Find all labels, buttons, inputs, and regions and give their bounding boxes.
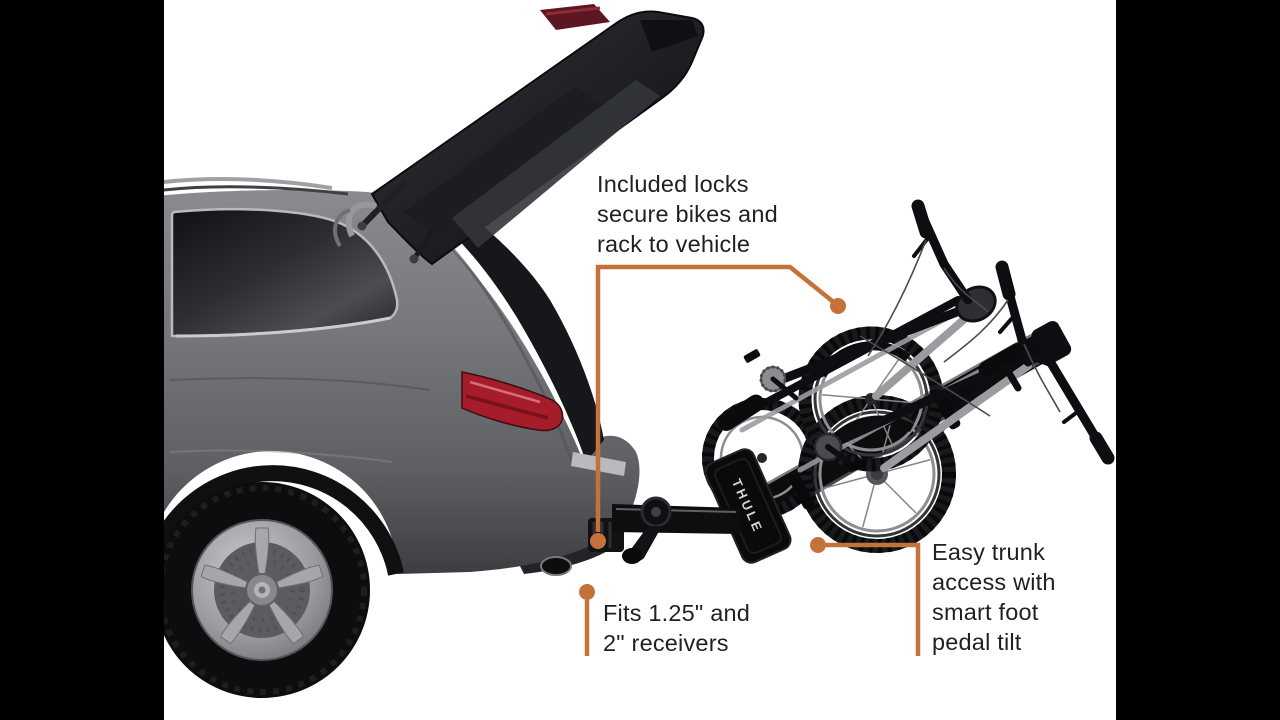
hatch-opening-seal xyxy=(396,188,604,462)
handlebar-grip xyxy=(995,260,1016,301)
open-tailgate xyxy=(333,4,705,266)
letterbox-left-bar xyxy=(0,0,164,720)
rack-beam-endcap xyxy=(1031,321,1072,364)
brake-cable xyxy=(943,267,989,313)
shift-cable xyxy=(859,335,991,417)
bike-1 xyxy=(717,199,997,431)
strut-mount xyxy=(357,221,367,231)
brake-cable xyxy=(867,239,927,357)
callout-line-fits-receivers xyxy=(579,584,595,656)
callout-line-easy-trunk xyxy=(810,537,921,656)
tailgate-glint xyxy=(491,16,527,42)
tailgate-taillight-streak xyxy=(545,6,601,16)
taillight-glint xyxy=(469,380,541,404)
rack-arm-glint xyxy=(615,508,737,513)
letterbox-right-bar xyxy=(1116,0,1280,720)
saddle xyxy=(717,394,765,431)
callout-dot xyxy=(810,537,826,553)
gas-strut xyxy=(359,180,407,229)
window-trim xyxy=(175,316,391,338)
foot-pedal-tip xyxy=(622,548,642,564)
reflection-line xyxy=(169,449,393,463)
brake-lever xyxy=(1062,408,1082,424)
saddle xyxy=(978,343,1026,378)
roof-rail xyxy=(163,177,333,190)
chainring xyxy=(813,432,843,462)
callout-dot xyxy=(830,298,846,314)
tailgate-inner-recess xyxy=(452,80,660,248)
tailgate-taillight xyxy=(540,4,610,30)
exhaust-tip xyxy=(540,556,572,576)
seatpost xyxy=(1002,364,1022,392)
bike-frames xyxy=(717,199,1115,473)
beltline-crease xyxy=(169,377,431,391)
handlebar-grip xyxy=(911,199,933,239)
hitch-rack-front: THULE xyxy=(588,341,961,564)
bike-fork xyxy=(880,362,1032,472)
tilt-pivot-hub xyxy=(651,507,661,517)
bike-2 xyxy=(813,260,1115,472)
brake-cable xyxy=(1023,343,1061,413)
stem xyxy=(939,259,973,305)
suspension-tube xyxy=(739,309,961,433)
callout-dot xyxy=(579,584,595,600)
pedal xyxy=(743,349,761,363)
callout-lines xyxy=(579,264,921,656)
callout-included-locks: Included locks secure bikes and rack to … xyxy=(597,171,778,257)
thule-plate: THULE xyxy=(704,448,792,564)
taillight-divider xyxy=(465,394,549,420)
callout-dot xyxy=(590,533,606,549)
gas-strut xyxy=(411,182,466,262)
callout-line-included-locks xyxy=(590,264,846,549)
car-wheel xyxy=(154,482,370,698)
tailgate-spoiler-underside xyxy=(640,20,698,52)
chainring xyxy=(759,365,787,393)
callout-easy-trunk-access: Easy trunk access with smart foot pedal … xyxy=(932,539,1056,655)
callout-fits-receivers: Fits 1.25" and 2" receivers xyxy=(603,600,751,656)
crank-arm xyxy=(825,444,857,469)
hinge-arm-shadow xyxy=(333,208,351,248)
crank-arm xyxy=(770,376,799,401)
wheel-arch xyxy=(140,465,404,582)
strut-mount xyxy=(409,254,419,264)
brake-lever xyxy=(998,314,1016,334)
roof-rail-shadow xyxy=(163,185,349,196)
hinge-arm xyxy=(345,201,377,238)
brake-cable xyxy=(943,299,1009,363)
car-illustration xyxy=(140,177,640,698)
wheel-strap xyxy=(789,474,815,510)
handlebar-grip xyxy=(1089,431,1115,465)
bike-fork xyxy=(872,312,972,400)
pedal xyxy=(847,459,866,472)
